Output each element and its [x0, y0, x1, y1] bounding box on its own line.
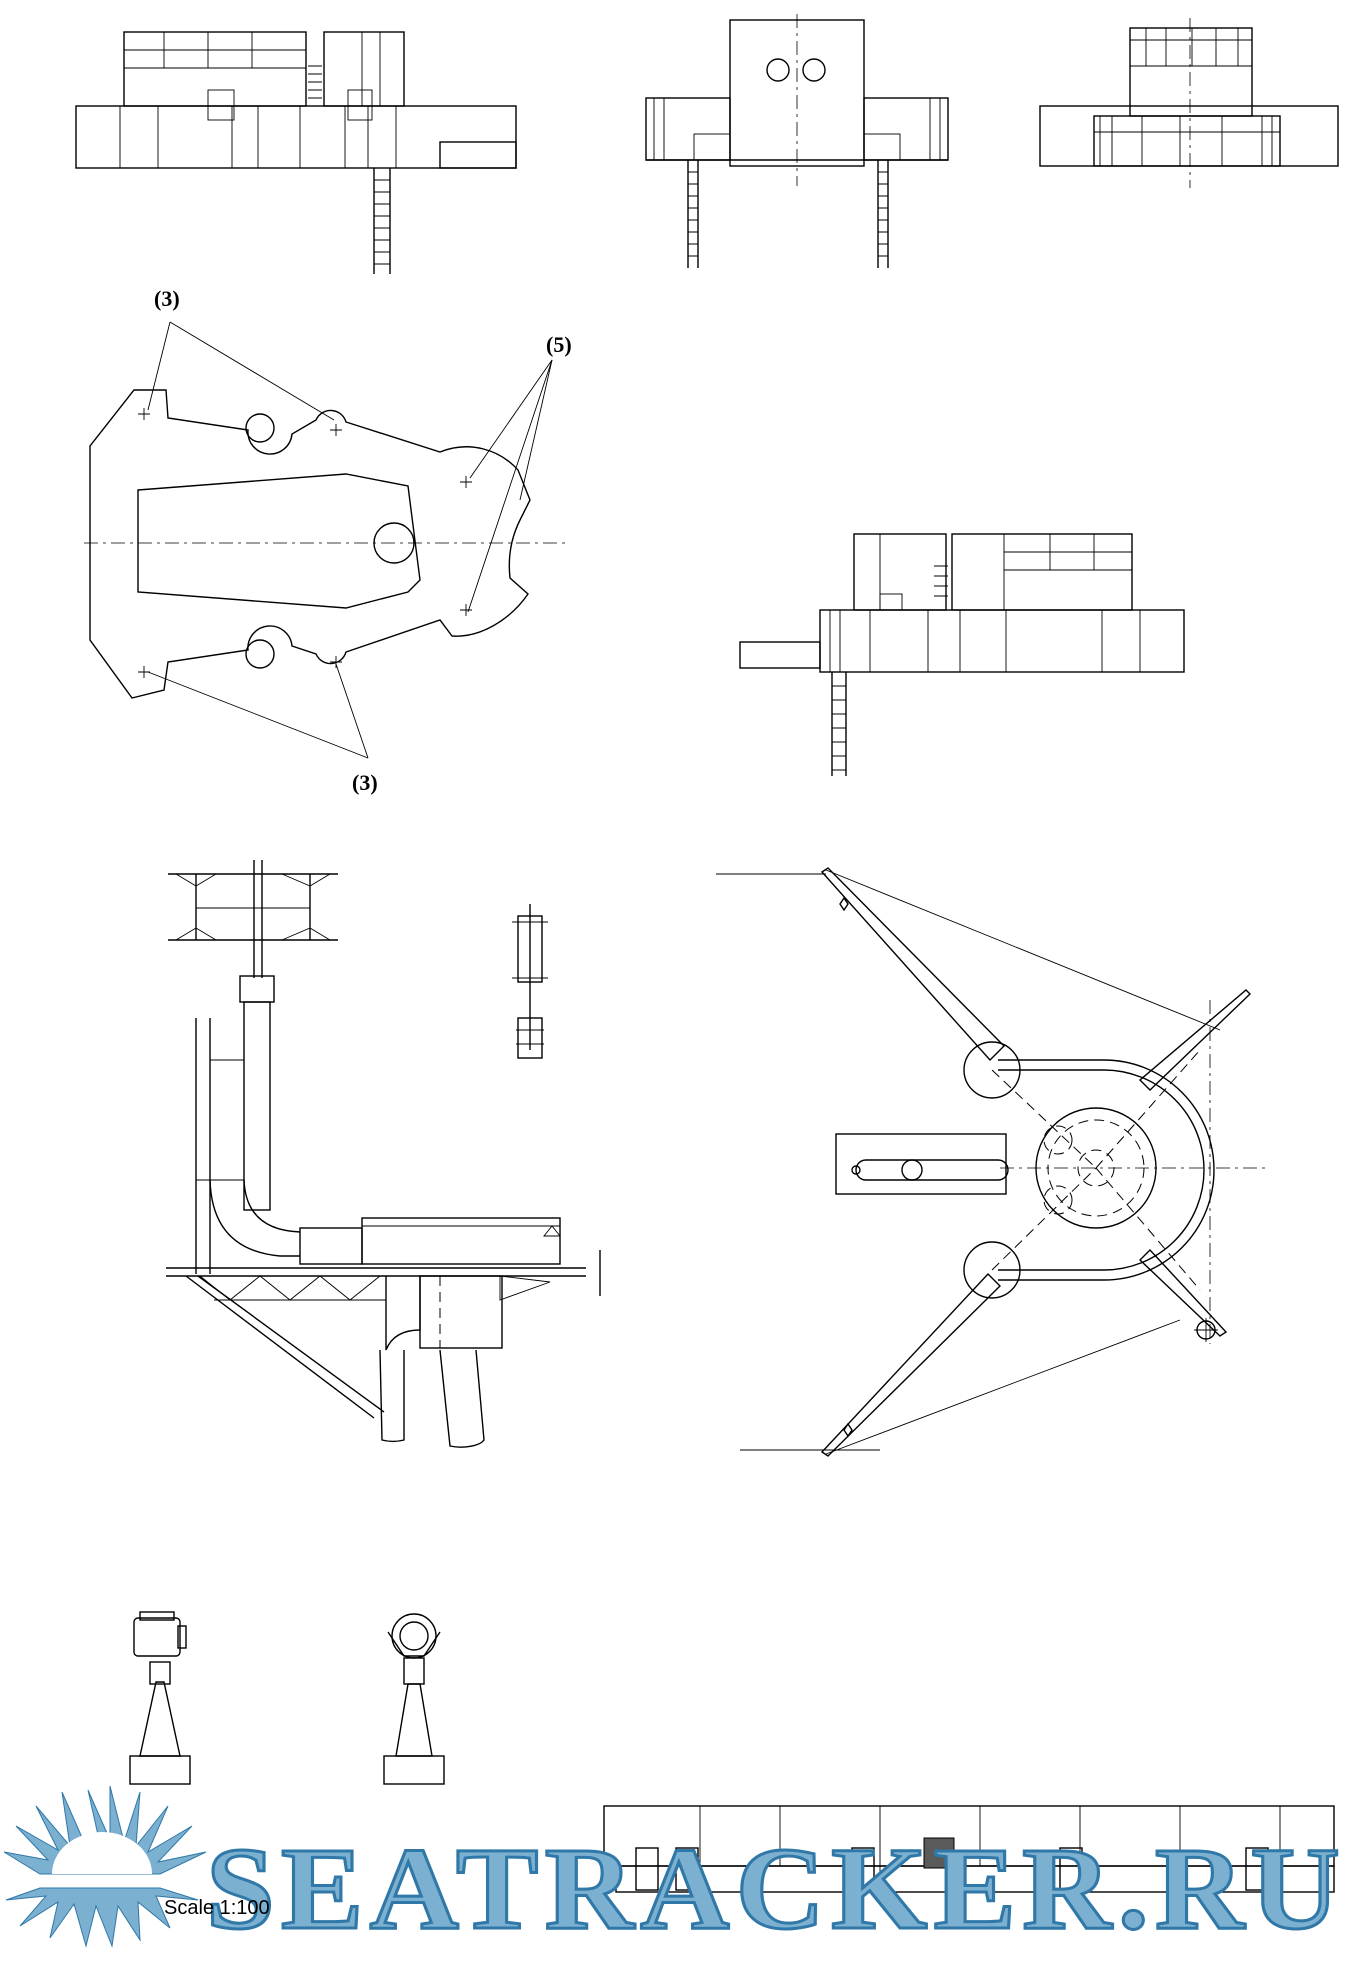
callout-label-5: (5)	[546, 332, 572, 357]
crane-side-view	[166, 860, 601, 1448]
side-elevation-left	[75, 31, 517, 274]
callout-label-3-bottom: (3)	[352, 770, 378, 795]
hull-elevation-strip	[603, 1805, 1335, 1893]
front-elevation	[645, 14, 949, 268]
scale-label: Scale 1:100	[164, 1897, 270, 1919]
rear-elevation	[1039, 18, 1339, 188]
side-elevation-right	[739, 533, 1185, 776]
searchlight-side	[129, 1611, 191, 1785]
callout-label-3-top: (3)	[154, 286, 180, 311]
fitting-detail	[512, 904, 548, 1059]
plan-view: (3) (5) (3)	[84, 286, 572, 795]
crane-plan-view	[716, 867, 1268, 1457]
watermark-text: SEATRACKER.RU	[206, 1823, 1346, 1954]
sun-logo-icon	[3, 1785, 207, 1948]
searchlight-front	[383, 1613, 445, 1785]
